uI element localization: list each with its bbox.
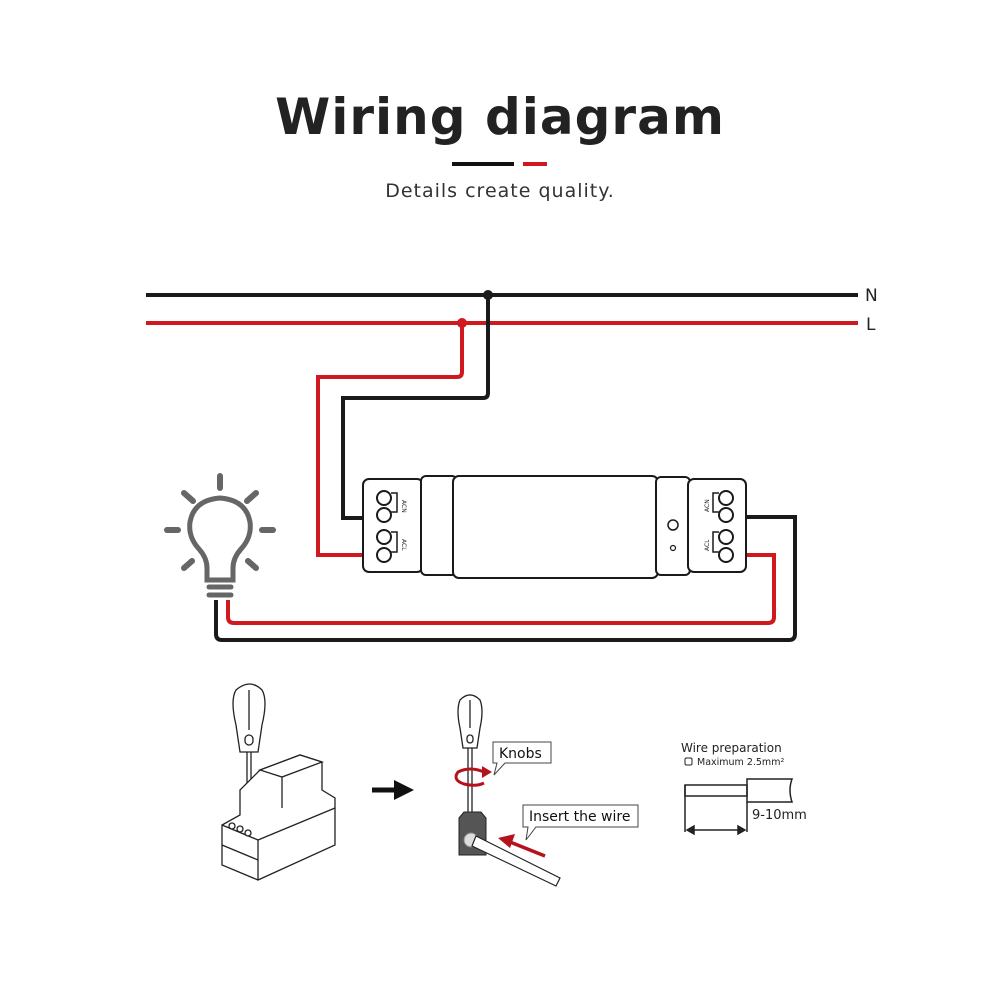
neutral-label: N xyxy=(865,286,878,306)
neutral-feed-wire xyxy=(341,295,490,520)
right-terminals xyxy=(712,490,734,563)
left-acn-label: ACN xyxy=(400,500,407,513)
stripped-wire-icon xyxy=(684,778,794,836)
neutral-out-wire xyxy=(214,515,797,642)
right-arrow-icon xyxy=(372,780,414,800)
right-acl-label: ACL xyxy=(704,539,711,551)
left-acl-label: ACL xyxy=(400,539,407,551)
wire-icon xyxy=(471,835,561,887)
knobs-callout: Knobs xyxy=(492,741,552,776)
live-line xyxy=(146,318,858,328)
button-icon xyxy=(667,519,679,531)
checkbox-icon xyxy=(684,757,693,766)
screwdriver-icon xyxy=(457,694,483,813)
rotate-arrow-icon xyxy=(454,767,485,787)
knobs-callout-text: Knobs xyxy=(499,746,542,762)
live-label: L xyxy=(866,315,876,335)
relay-module: ACN ACL ACN ACL xyxy=(362,475,747,579)
live-feed-wire xyxy=(316,323,464,557)
wire-preparation: Wire preparation Maximum 2.5mm² 9-10mm xyxy=(681,741,807,836)
light-bulb-icon xyxy=(164,473,276,598)
neutral-line xyxy=(146,290,858,300)
terminal-clamp-icon xyxy=(458,811,561,887)
wire-prep-title: Wire preparation xyxy=(681,741,782,755)
right-acn-label: ACN xyxy=(704,499,711,512)
live-out-wire xyxy=(226,553,776,625)
insert-arrow-icon xyxy=(498,834,546,858)
insert-wire-callout-text: Insert the wire xyxy=(529,809,630,825)
title-underline-red xyxy=(523,162,547,166)
wire-prep-max: Maximum 2.5mm² xyxy=(697,757,784,768)
led-indicator-icon xyxy=(669,544,677,552)
page-title: Wiring diagram xyxy=(275,88,725,146)
screwdriver-on-din-module-icon xyxy=(221,683,336,881)
strip-length-label: 9-10mm xyxy=(752,808,807,823)
left-terminals xyxy=(376,490,398,563)
insert-wire-callout: Insert the wire xyxy=(522,804,639,841)
page-subtitle: Details create quality. xyxy=(385,180,615,202)
title-underline-black xyxy=(452,162,514,166)
module-body xyxy=(452,475,659,579)
